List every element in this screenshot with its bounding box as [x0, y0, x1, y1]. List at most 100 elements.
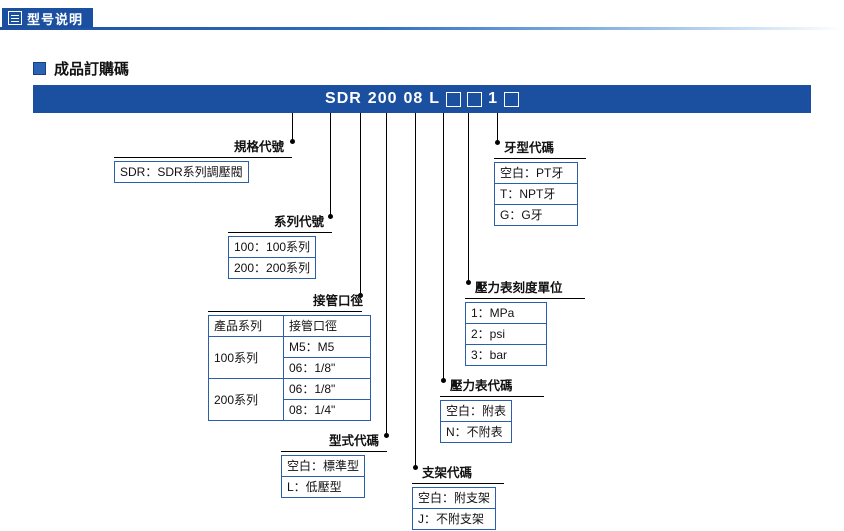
- leader-dot-spec: [290, 139, 295, 144]
- callout-series: 系列代號 100：100系列 200：200系列: [227, 211, 332, 279]
- callout-thread-caption: 牙型代碼: [504, 141, 555, 155]
- cell-gauge-without: N：不附表: [439, 421, 513, 443]
- leader-line-thread: [497, 113, 498, 143]
- code-box-gauge: [467, 91, 483, 107]
- leader-line-spec: [292, 113, 293, 142]
- callout-thread: 牙型代碼 空白：PT牙 T：NPT牙 G：G牙: [494, 137, 586, 226]
- leader-dot-unit: [466, 280, 471, 285]
- cell-unit-bar: 3：bar: [465, 344, 547, 366]
- leader-dot-gauge: [441, 378, 446, 383]
- callout-gauge-caption: 壓力表代碼: [450, 379, 513, 393]
- list-icon: [8, 11, 22, 25]
- code-part-series: 200: [367, 90, 398, 107]
- order-code-bar: SDR 200 08 L 1: [33, 85, 811, 113]
- callout-thread-rule: [494, 158, 586, 159]
- page-header: 型号说明: [0, 4, 844, 30]
- callout-port-rule: [208, 311, 362, 312]
- callout-type-table: 空白：標準型 L：低壓型: [280, 455, 366, 498]
- table-row: 200系列 06：1/8": [208, 378, 371, 421]
- code-box-thread: [503, 91, 519, 107]
- header-tab: 型号说明: [2, 8, 94, 28]
- leader-line-type: [386, 113, 387, 436]
- table-row: 空白：附表: [439, 400, 513, 422]
- callout-unit-caption: 壓力表刻度單位: [475, 281, 563, 295]
- cell-port-series-100: 100系列: [208, 336, 284, 379]
- table-row: 200：200系列: [227, 257, 317, 279]
- callout-type-caption: 型式代碼: [328, 434, 379, 448]
- leader-line-unit: [468, 113, 469, 283]
- cell-thread-pt: 空白：PT牙: [494, 162, 578, 184]
- section-title-label: 成品訂購碼: [54, 61, 130, 78]
- callout-series-table: 100：100系列 200：200系列: [227, 236, 317, 279]
- callout-unit-table: 1：MPa 2：psi 3：bar: [465, 302, 547, 366]
- section-title: 成品訂購碼: [33, 58, 129, 79]
- table-row: T：NPT牙: [494, 183, 578, 205]
- cell-unit-mpa: 1：MPa: [465, 302, 547, 324]
- table-row: 3：bar: [465, 344, 547, 366]
- callout-type: 型式代碼 空白：標準型 L：低壓型: [280, 430, 387, 498]
- callout-unit: 壓力表刻度單位 1：MPa 2：psi 3：bar: [465, 277, 585, 366]
- callout-spec: 規格代號 SDR：SDR系列調壓閥: [114, 136, 292, 183]
- cell-port-header-bore: 接管口徑: [283, 315, 371, 337]
- callout-bracket-caption: 支架代碼: [422, 466, 473, 480]
- callout-spec-rule: [114, 157, 292, 158]
- cell-spec-sdr: SDR：SDR系列調壓閥: [114, 161, 249, 183]
- table-row: 2：psi: [465, 323, 547, 345]
- table-row: 100：100系列: [227, 236, 317, 258]
- table-row: 1：MPa: [465, 302, 547, 324]
- cell-port-header-series: 產品系列: [208, 315, 284, 337]
- cell-port-200-06: 06：1/8": [283, 378, 371, 400]
- leader-line-bracket: [415, 113, 416, 468]
- square-bullet-icon: [33, 62, 46, 75]
- callout-port: 接管口徑 產品系列 接管口徑 100系列 M5：M5 06：1/8" 200系列…: [208, 290, 371, 421]
- cell-bracket-without: J：不附支架: [411, 508, 497, 530]
- table-row: 空白：PT牙: [494, 162, 578, 184]
- code-box-bracket: [446, 91, 462, 107]
- callout-bracket-rule: [412, 483, 504, 484]
- leader-line-gauge: [443, 113, 444, 381]
- cell-thread-npt: T：NPT牙: [494, 183, 578, 205]
- callout-bracket-table: 空白：附支架 J：不附支架: [411, 487, 497, 530]
- cell-port-200-08: 08：1/4": [283, 399, 371, 421]
- leader-dot-bracket: [413, 465, 418, 470]
- table-row: L：低壓型: [280, 476, 366, 498]
- table-row: SDR：SDR系列調壓閥: [114, 161, 249, 183]
- cell-bracket-with: 空白：附支架: [411, 487, 497, 509]
- callout-gauge: 壓力表代碼 空白：附表 N：不附表: [439, 375, 544, 443]
- callout-series-rule: [228, 232, 332, 233]
- cell-port-100-06: 06：1/8": [283, 357, 371, 379]
- callout-bracket: 支架代碼 空白：附支架 J：不附支架: [411, 462, 504, 530]
- callout-port-table: 產品系列 接管口徑 100系列 M5：M5 06：1/8" 200系列 06：1…: [208, 315, 371, 421]
- cell-port-100-m5: M5：M5: [283, 336, 371, 358]
- callout-thread-table: 空白：PT牙 T：NPT牙 G：G牙: [494, 162, 578, 226]
- callout-spec-caption: 規格代號: [233, 140, 284, 154]
- leader-line-port: [360, 113, 361, 296]
- callout-unit-rule: [465, 298, 585, 299]
- callout-port-caption: 接管口徑: [312, 294, 363, 308]
- leader-dot-type: [384, 433, 389, 438]
- leader-dot-thread: [495, 140, 500, 145]
- table-row: 產品系列 接管口徑: [208, 315, 371, 337]
- cell-series-100: 100：100系列: [227, 236, 317, 258]
- callout-gauge-rule: [440, 396, 544, 397]
- cell-series-200: 200：200系列: [227, 257, 317, 279]
- cell-unit-psi: 2：psi: [465, 323, 547, 345]
- callout-series-caption: 系列代號: [273, 215, 324, 229]
- header-rule: [0, 27, 844, 30]
- table-row: 空白：附支架: [411, 487, 497, 509]
- table-row: 空白：標準型: [280, 455, 366, 477]
- code-part-port: 08: [403, 90, 424, 107]
- code-part-type: L: [429, 90, 441, 107]
- table-row: J：不附支架: [411, 508, 497, 530]
- cell-type-standard: 空白：標準型: [280, 455, 366, 477]
- cell-gauge-with: 空白：附表: [439, 400, 513, 422]
- table-row: N：不附表: [439, 421, 513, 443]
- leader-dot-series: [328, 214, 333, 219]
- callout-type-rule: [281, 451, 387, 452]
- cell-port-series-200: 200系列: [208, 378, 284, 421]
- code-part-sdr: SDR: [325, 90, 362, 107]
- cell-thread-g: G：G牙: [494, 204, 578, 226]
- leader-dot-port: [358, 293, 363, 298]
- table-row: 100系列 M5：M5: [208, 336, 371, 379]
- header-tab-label: 型号说明: [27, 11, 84, 27]
